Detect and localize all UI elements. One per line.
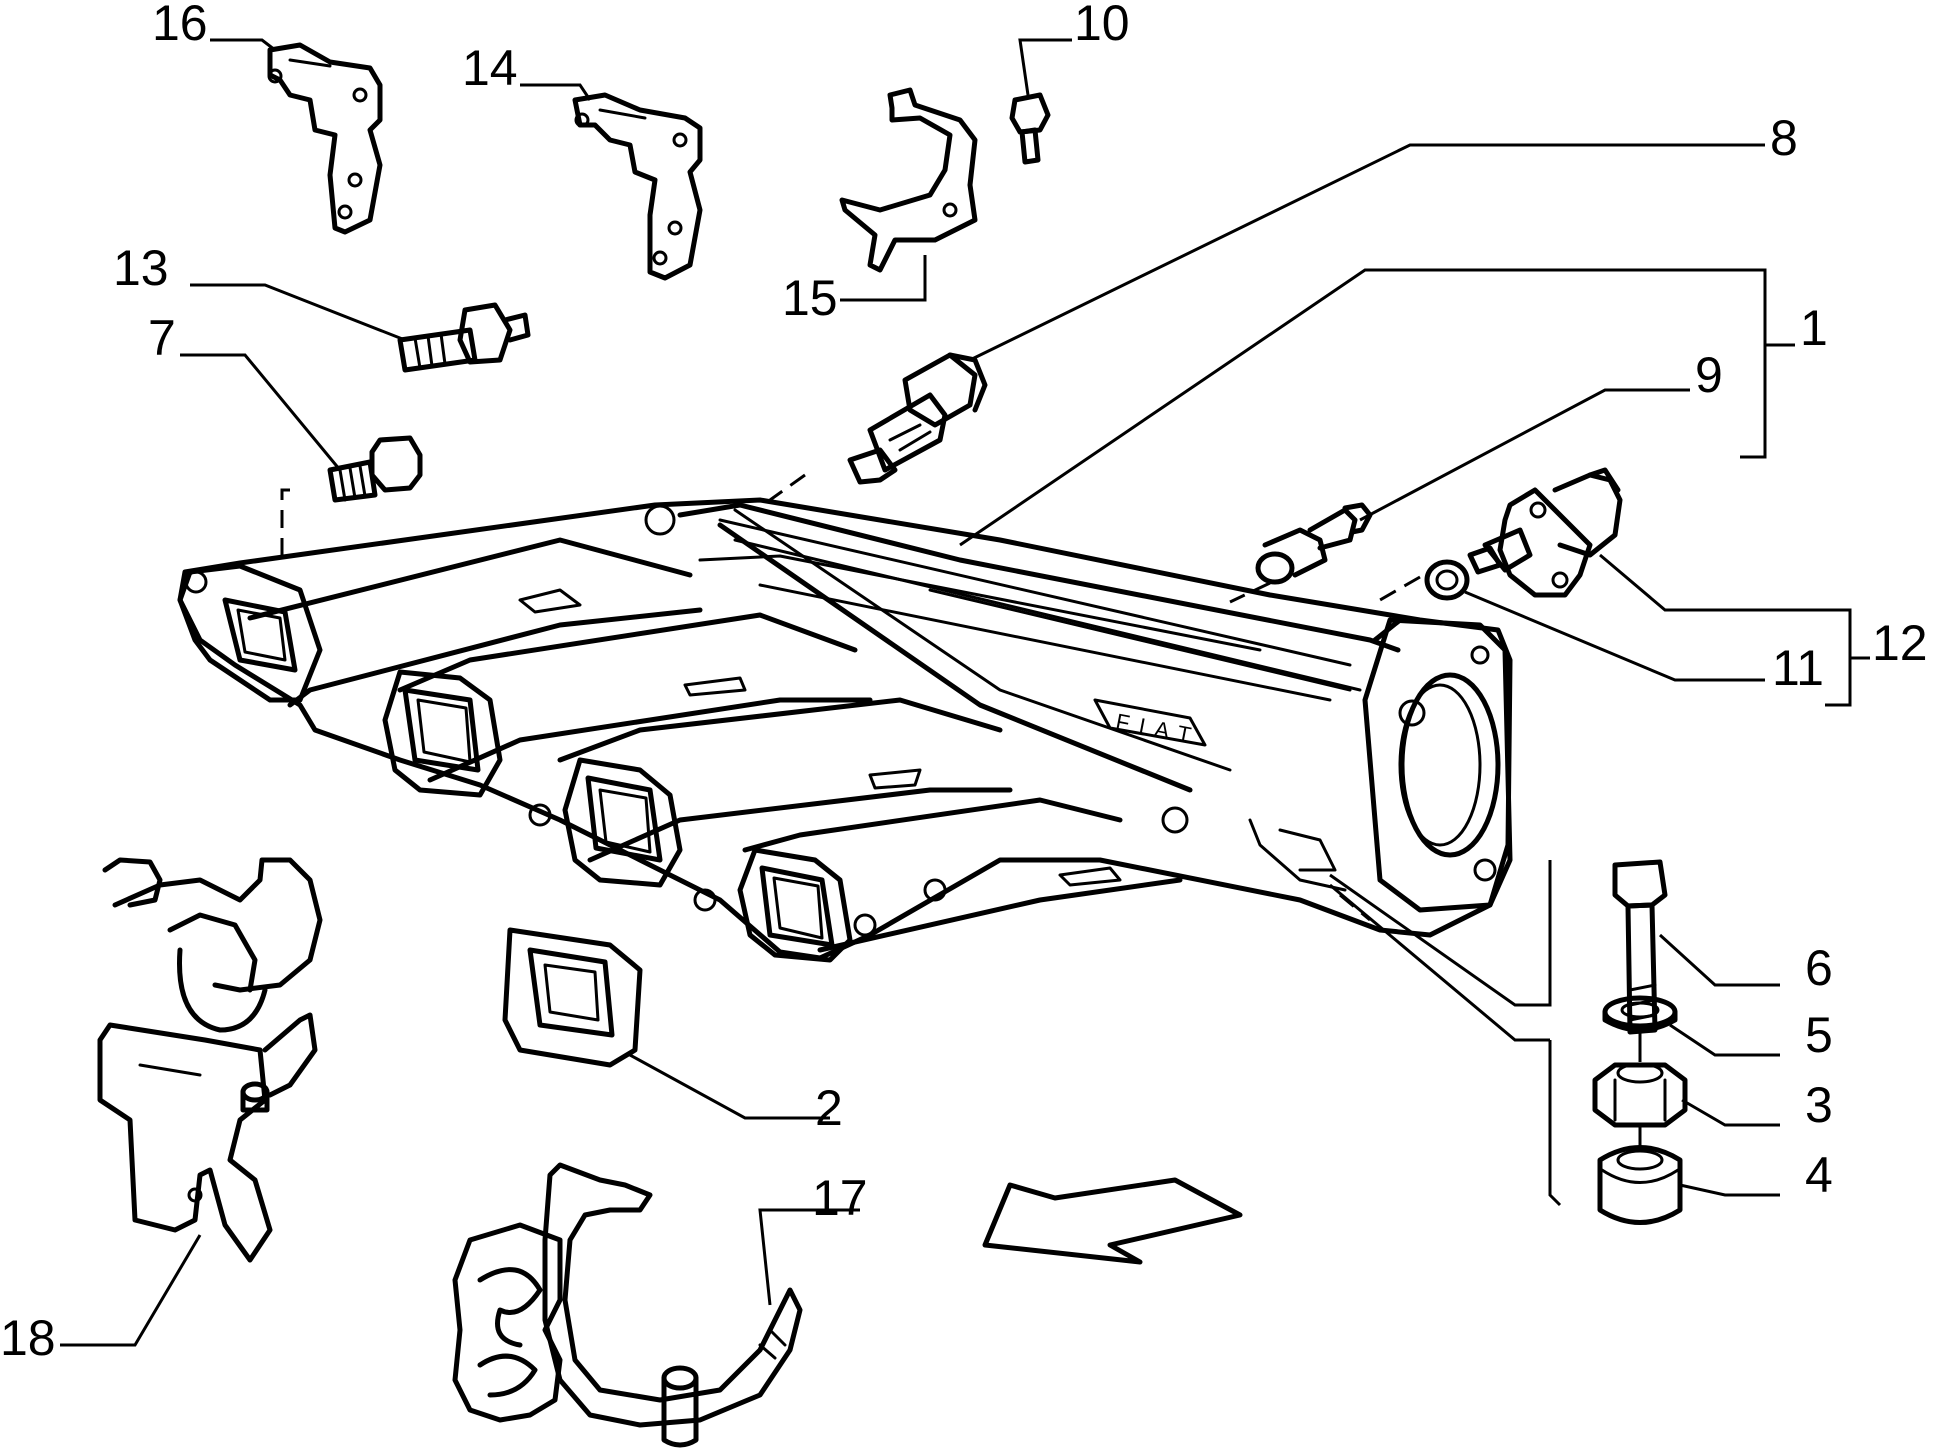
callout-13: 13 <box>113 240 169 296</box>
callout-3: 3 <box>1805 1077 1833 1133</box>
part-15-bracket <box>839 87 978 273</box>
callout-17: 17 <box>812 1170 868 1226</box>
bracket-1 <box>1740 268 1767 459</box>
leader-6 <box>1658 933 1780 987</box>
runner-port-1 <box>177 563 323 703</box>
part-7-bolt <box>327 435 423 503</box>
part-3-nut <box>1592 1062 1688 1128</box>
leader-13 <box>190 283 406 342</box>
leader-stack-to-manifold <box>1329 883 1550 1042</box>
callout-9: 9 <box>1695 347 1723 403</box>
axis-11 <box>1379 575 1421 602</box>
callout-4: 4 <box>1805 1147 1833 1203</box>
manifold-brand-text: FIAT <box>1114 709 1203 750</box>
callout-14: 14 <box>462 40 518 96</box>
leader-18 <box>60 1234 202 1347</box>
leader-15 <box>840 255 927 302</box>
leader-5 <box>1669 1023 1780 1057</box>
axis-8 <box>769 473 806 502</box>
direction-arrow <box>982 1177 1243 1265</box>
part-9-fitting <box>1255 502 1373 585</box>
callout-10: 10 <box>1074 0 1130 51</box>
leader-8 <box>969 143 1765 362</box>
throttle-flange <box>1248 617 1513 913</box>
leader-6-bracket-top <box>1329 860 1552 1007</box>
intake-manifold: FIAT <box>177 497 1513 963</box>
leader-16 <box>210 38 276 52</box>
bracket-12 <box>1825 608 1852 707</box>
callout-15: 15 <box>782 270 838 326</box>
part-14-bracket <box>572 92 703 281</box>
callout-7: 7 <box>148 310 176 366</box>
leader-stack-bracket-bottom <box>1548 1040 1562 1207</box>
leader-4 <box>1679 1183 1780 1197</box>
callout-1: 1 <box>1800 300 1828 356</box>
part-8-sensor <box>847 352 988 485</box>
callout-11: 11 <box>1772 640 1824 696</box>
leader-12 <box>1599 553 1850 612</box>
callout-8: 8 <box>1770 110 1798 166</box>
leader-3 <box>1681 1098 1780 1127</box>
callout-16: 16 <box>152 0 208 51</box>
leader-10 <box>1018 38 1072 96</box>
part-11-oring <box>1424 559 1470 601</box>
part-4-spacer <box>1597 1145 1683 1225</box>
part-16-bracket <box>267 42 383 235</box>
leader-14 <box>520 83 592 101</box>
part-2-gasket <box>502 927 643 1068</box>
axis-9 <box>1229 581 1271 604</box>
callout-6: 6 <box>1805 940 1833 996</box>
leader-17 <box>758 1208 860 1306</box>
runner-port-3 <box>528 757 683 888</box>
callout-12: 12 <box>1872 615 1928 671</box>
leader-9 <box>1359 388 1690 522</box>
part-10-bolt <box>1009 92 1051 165</box>
part-13-stud <box>397 302 531 373</box>
axis-7 <box>280 488 290 560</box>
leader-2 <box>629 1053 830 1120</box>
runner-port-4 <box>693 847 877 963</box>
leader-1 <box>959 268 1765 547</box>
callout-5: 5 <box>1805 1007 1833 1063</box>
runner-port-2 <box>382 669 503 798</box>
leader-11 <box>1464 590 1765 682</box>
part-12-idle-valve <box>1467 467 1623 598</box>
part-17-clamp <box>452 1162 803 1448</box>
leader-7 <box>180 353 342 471</box>
callout-2: 2 <box>815 1080 843 1136</box>
part-18-clamp <box>97 857 323 1263</box>
callout-18: 18 <box>0 1310 56 1366</box>
part-5-washer <box>1602 995 1678 1033</box>
